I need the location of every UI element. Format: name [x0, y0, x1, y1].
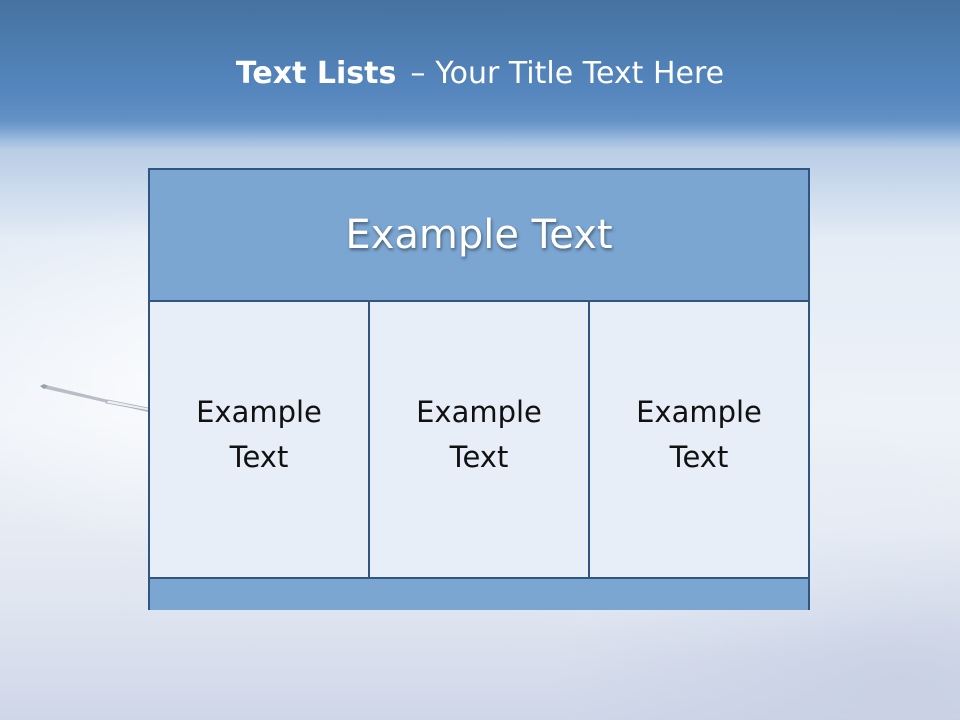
column-2-text: Example Text — [416, 394, 542, 474]
diagram-column-1: Example Text — [150, 302, 368, 577]
diagram-header-box: Example Text — [150, 170, 808, 302]
slide-title: Text Lists–Your Title Text Here — [0, 52, 960, 96]
title-separator: – — [410, 56, 426, 91]
text-list-diagram: Example Text Example Text Example Text E… — [148, 168, 810, 610]
diagram-header-text: Example Text — [345, 212, 613, 258]
column-3-text: Example Text — [636, 394, 762, 474]
header-band — [0, 0, 960, 140]
title-bold-text: Text Lists — [235, 56, 397, 91]
title-rest-text: Your Title Text Here — [435, 56, 725, 91]
diagram-footer-bar — [150, 577, 808, 610]
diagram-column-3: Example Text — [588, 302, 808, 577]
diagram-column-2: Example Text — [368, 302, 588, 577]
column-1-text: Example Text — [196, 394, 322, 474]
diagram-columns: Example Text Example Text Example Text — [150, 302, 808, 577]
pen-icon — [40, 384, 159, 412]
